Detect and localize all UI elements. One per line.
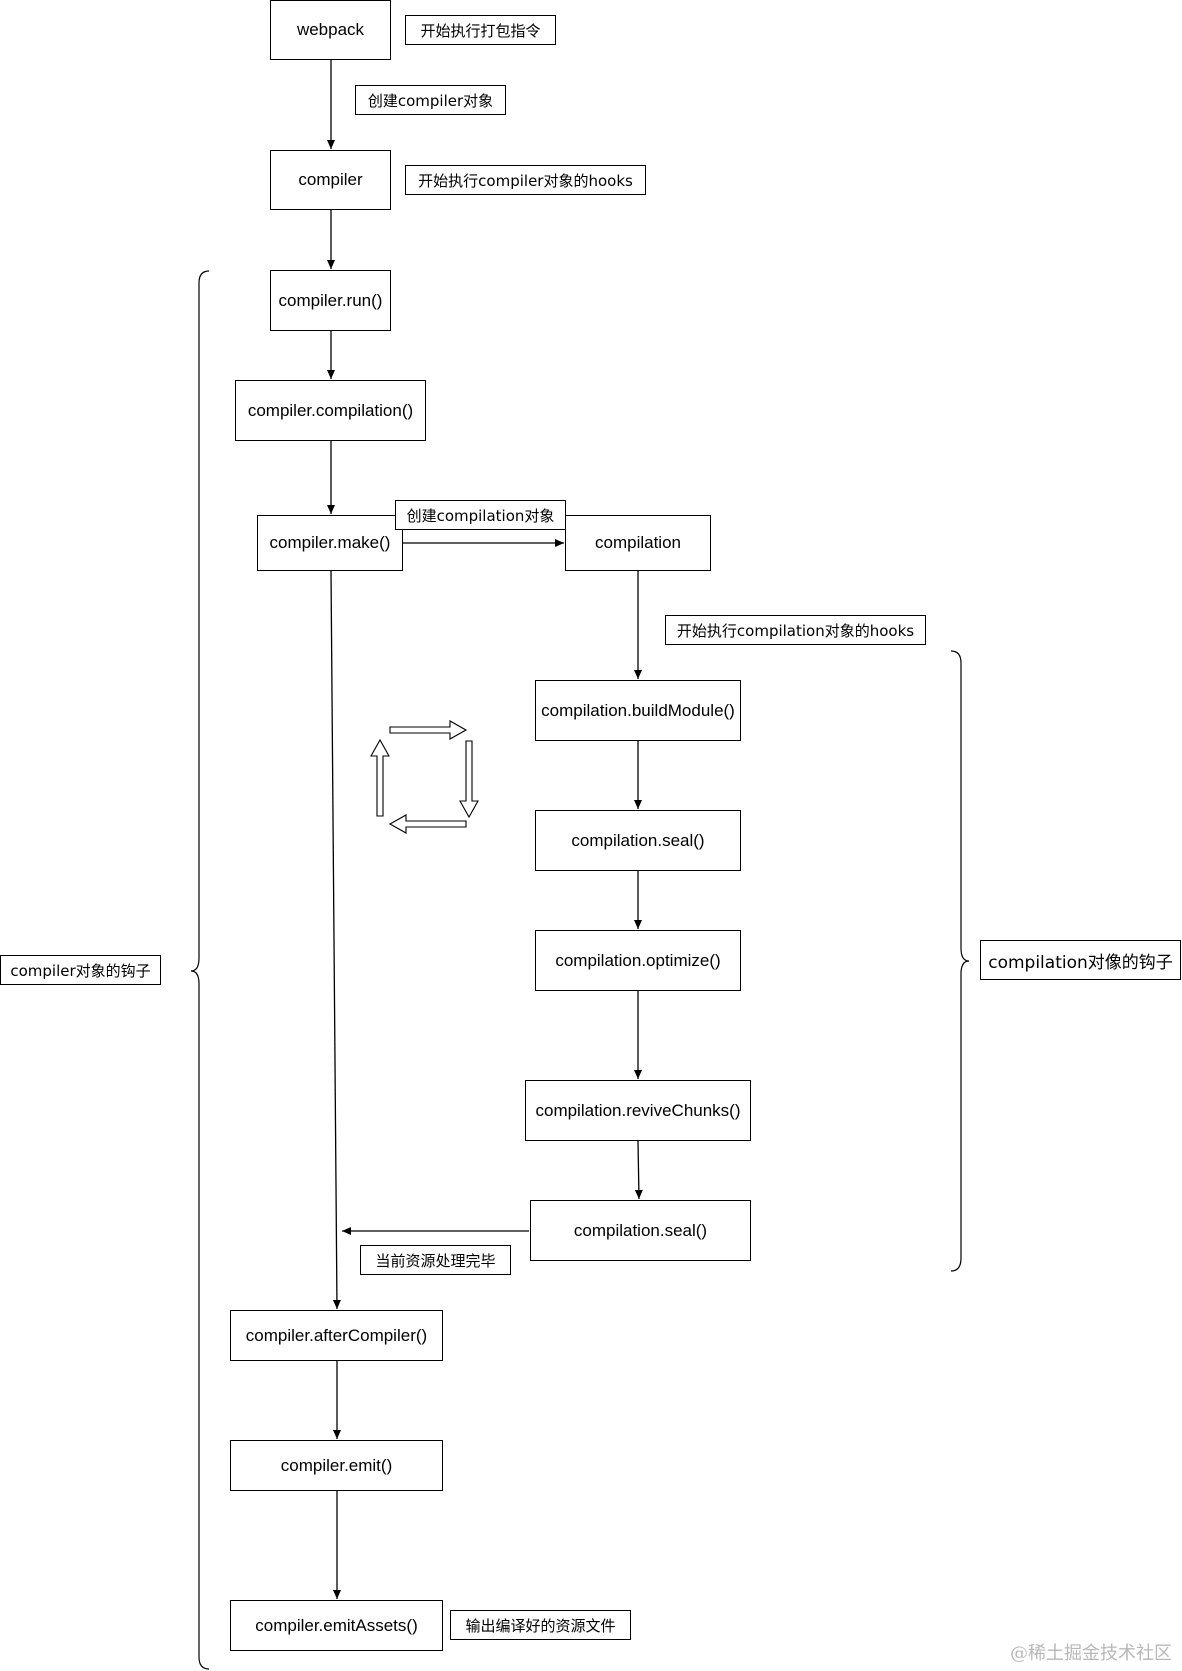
node-compiler: compiler bbox=[270, 150, 391, 210]
compilation-hooks-brace bbox=[950, 650, 970, 1272]
node-compiler-compilation: compiler.compilation() bbox=[235, 380, 426, 441]
node-compilation: compilation bbox=[565, 515, 711, 571]
note-start-compilation-hooks: 开始执行compilation对象的hooks bbox=[665, 615, 926, 645]
node-compiler-make: compiler.make() bbox=[257, 515, 403, 571]
node-webpack: webpack bbox=[270, 0, 391, 60]
label-compiler-hooks: compiler对象的钩子 bbox=[0, 955, 161, 985]
node-compiler-run: compiler.run() bbox=[270, 270, 391, 331]
node-compilation-seal-1: compilation.seal() bbox=[535, 810, 741, 871]
arrow-make-afterCompiler bbox=[330, 570, 341, 1310]
note-start-bundle: 开始执行打包指令 bbox=[405, 15, 556, 45]
note-output-files: 输出编译好的资源文件 bbox=[450, 1610, 631, 1640]
node-compilation-optimize: compilation.optimize() bbox=[535, 930, 741, 991]
cycle-arrow-down-icon bbox=[459, 740, 479, 819]
loop-cycle-icon bbox=[370, 720, 479, 834]
arrow-reviveChunks-seal bbox=[634, 1140, 643, 1200]
node-compiler-emitAssets: compiler.emitAssets() bbox=[230, 1600, 443, 1651]
node-compilation-buildModule: compilation.buildModule() bbox=[535, 680, 741, 741]
note-create-compiler: 创建compiler对象 bbox=[355, 85, 506, 115]
watermark: @稀土掘金技术社区 bbox=[1010, 1643, 1172, 1664]
node-compilation-reviveChunks: compilation.reviveChunks() bbox=[525, 1080, 751, 1141]
compiler-hooks-brace bbox=[190, 270, 210, 1670]
cycle-arrow-up-icon bbox=[370, 738, 390, 817]
note-resource-done: 当前资源处理完毕 bbox=[360, 1245, 511, 1275]
node-compiler-emit: compiler.emit() bbox=[230, 1440, 443, 1491]
cycle-arrow-right-icon bbox=[389, 720, 468, 740]
node-compiler-afterCompiler: compiler.afterCompiler() bbox=[230, 1310, 443, 1361]
node-compilation-seal-2: compilation.seal() bbox=[530, 1200, 751, 1261]
cycle-arrow-left-icon bbox=[388, 814, 467, 834]
label-compilation-hooks: compilation对像的钩子 bbox=[980, 940, 1181, 980]
note-start-compiler-hooks: 开始执行compiler对象的hooks bbox=[405, 165, 646, 195]
note-create-compilation: 创建compilation对象 bbox=[395, 500, 566, 530]
